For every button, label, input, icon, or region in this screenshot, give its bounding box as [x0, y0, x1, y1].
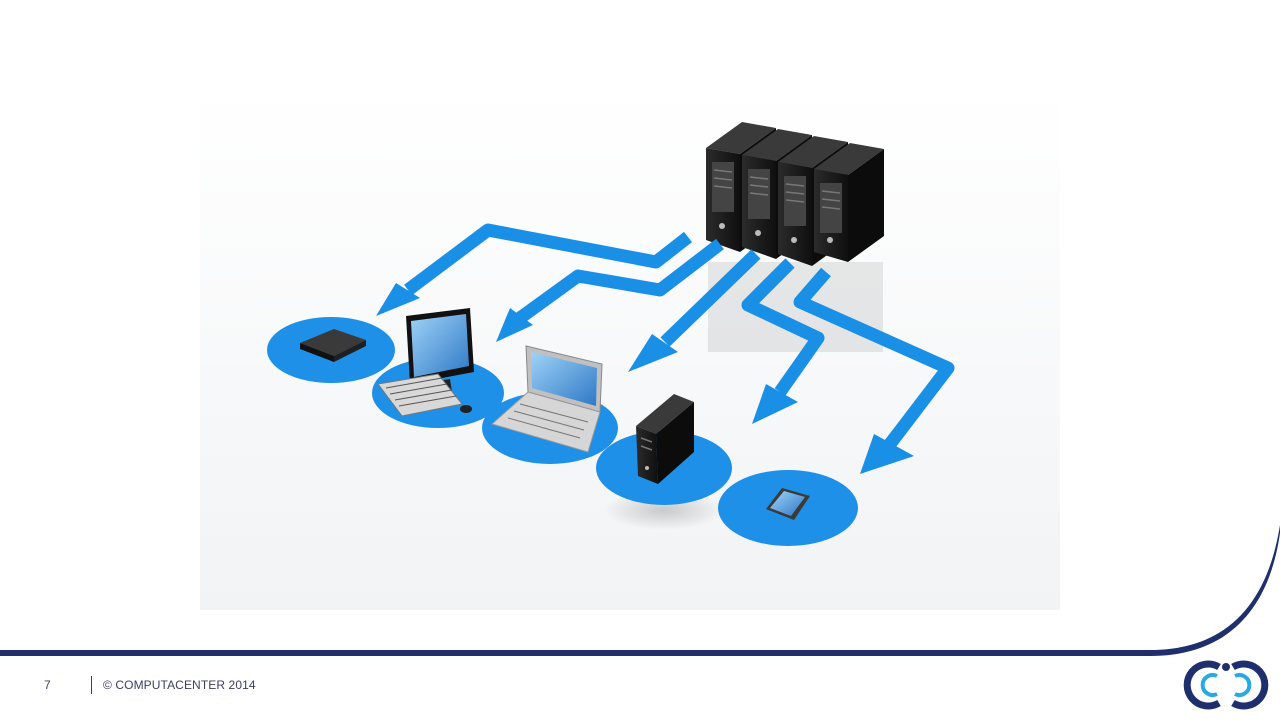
arrow-head — [860, 434, 914, 474]
footer-divider — [91, 676, 92, 694]
network-arrow-icon — [793, 267, 955, 448]
desktop-computer-icon — [377, 308, 474, 417]
arrow-head — [376, 283, 420, 316]
arrow-head — [752, 384, 798, 424]
network-arrows — [404, 223, 955, 448]
server-rack-icon — [706, 122, 884, 266]
laptop-icon — [490, 345, 603, 453]
computacenter-logo-icon — [1183, 660, 1269, 710]
arrow-heads — [376, 283, 914, 474]
tablet-icon — [766, 488, 810, 520]
network-arrow-icon — [516, 238, 724, 324]
server-unit — [814, 143, 884, 262]
mouse — [460, 405, 472, 413]
network-arrow-icon — [660, 249, 761, 347]
page-number: 7 — [44, 678, 51, 692]
set-top-box-icon — [300, 329, 366, 362]
copyright-notice: © COMPUTACENTER 2014 — [103, 678, 256, 692]
tower-pc-icon — [636, 394, 694, 484]
arrow-head — [496, 308, 533, 342]
network-arrow-icon — [741, 258, 825, 396]
network-arrow-icon — [404, 223, 693, 296]
arrow-head — [628, 334, 678, 372]
